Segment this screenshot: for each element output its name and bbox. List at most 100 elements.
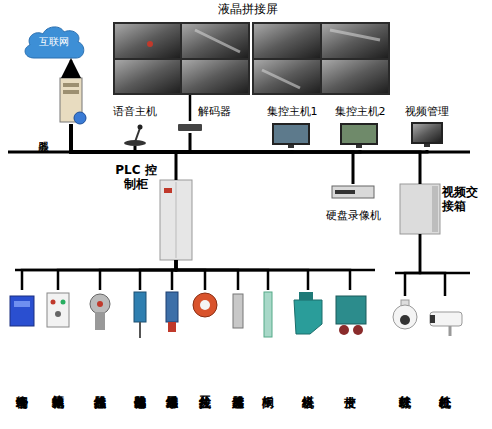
camera-bus	[395, 272, 470, 275]
cabinet-door	[176, 182, 177, 258]
node-label: 互联网	[22, 36, 86, 48]
sensor-body	[95, 312, 105, 330]
bus-wire	[71, 124, 427, 152]
screen-cell	[322, 60, 388, 93]
bus-wire	[176, 260, 308, 290]
cloud-node: 互联网	[22, 24, 86, 60]
node-label: 视频管理	[402, 106, 452, 119]
node-label: 跑偏传感器	[133, 346, 147, 426]
device-node: 堆煤传感器	[157, 290, 187, 338]
sensor-dot	[97, 301, 103, 307]
decoder-box	[178, 124, 202, 131]
screen-cell	[254, 60, 320, 93]
dvr-front	[335, 190, 355, 194]
switch-face	[200, 300, 210, 310]
node-label: 给煤机	[301, 346, 315, 426]
screen-cell	[115, 60, 180, 93]
device-node: 就地操作箱	[43, 290, 73, 338]
device-node: 红外球机	[387, 296, 423, 336]
cabinet-light	[164, 188, 172, 193]
monitor-stand	[288, 145, 294, 148]
belt-roller	[353, 325, 363, 335]
screen-spot	[147, 41, 153, 47]
sensor-rod	[139, 322, 141, 338]
bus-wire	[405, 234, 420, 296]
camera-lens	[430, 315, 435, 323]
voice-terminal	[10, 296, 34, 326]
bus-wire	[420, 234, 445, 296]
deviation-sensor	[134, 292, 146, 322]
junction-side	[432, 186, 438, 232]
bus-wire	[176, 260, 268, 290]
terminal-panel	[14, 301, 30, 307]
bus-wire	[71, 124, 135, 152]
screen-cell	[115, 24, 180, 58]
screen-cell	[182, 60, 248, 93]
bus-wire	[71, 124, 190, 152]
bus-wire	[22, 260, 176, 290]
camera-lens	[400, 315, 410, 325]
bus-wire	[71, 124, 420, 184]
node-label: 视频交接箱	[442, 186, 480, 214]
node-label: PLC 控制柜	[112, 164, 160, 192]
monitor-frame	[272, 123, 310, 145]
node-label: 皮带	[343, 346, 357, 426]
belt-drive	[336, 296, 366, 324]
device-node: 语音主机	[110, 106, 160, 146]
device-node: 视频管理	[402, 106, 452, 150]
device-node: 解码器	[178, 121, 202, 133]
screen-streak	[195, 30, 380, 88]
device-node: 拉线传感器	[85, 290, 115, 338]
bus-wire	[172, 260, 176, 290]
device-node: 硬盘录像机	[332, 184, 374, 200]
device-node: 服务器	[58, 77, 84, 124]
node-label: 集控主机1	[262, 106, 322, 119]
device-node: 语音终端	[7, 290, 37, 338]
monitor-frame	[411, 122, 443, 144]
bus-wire	[140, 260, 176, 290]
bus-wire	[71, 124, 353, 184]
globe-icon	[74, 112, 86, 124]
mic-stem	[135, 128, 140, 142]
device-node: 速度传感器	[223, 290, 253, 338]
pull-switch	[193, 293, 217, 317]
mic-head	[138, 125, 143, 130]
belt-roller	[339, 325, 349, 335]
bus-wire	[70, 60, 73, 77]
monitor-stand	[356, 145, 362, 148]
server-slot	[63, 90, 79, 94]
monitor-screen	[413, 124, 441, 142]
bus-wire	[176, 260, 238, 290]
node-label: 红外枪机	[438, 346, 452, 426]
node-label: 解码器	[198, 106, 242, 119]
bullet-camera	[430, 312, 462, 326]
node-label: 集控主机2	[330, 106, 390, 119]
node-label: 语音主机	[110, 106, 160, 119]
bus-wire	[176, 260, 350, 290]
box-button	[51, 300, 56, 305]
operation-box	[47, 293, 69, 327]
device-node: 给煤机	[293, 290, 323, 338]
node-label: 硬盘录像机	[322, 210, 384, 223]
node-label: 拉线开关	[198, 346, 212, 426]
node-label: 堆煤传感器	[165, 346, 179, 426]
device-node: 视频交接箱	[400, 184, 440, 234]
bus-wire	[71, 124, 360, 152]
sensor-tip	[168, 322, 176, 332]
dome-camera	[393, 305, 417, 329]
bus-wire	[176, 260, 205, 290]
pull-sensor	[90, 294, 110, 314]
node-label: 服务器	[36, 93, 50, 173]
speed-sensor	[233, 294, 243, 328]
node-label: 语音终端	[15, 346, 29, 426]
junction-box	[400, 184, 440, 234]
gate-plate	[264, 292, 272, 337]
device-node: 液晶拼接屏	[113, 22, 390, 95]
monitor-stand	[424, 144, 430, 147]
node-label: 速度传感器	[231, 346, 245, 426]
node-label: 红外球机	[398, 346, 412, 426]
network-bus	[8, 151, 470, 154]
